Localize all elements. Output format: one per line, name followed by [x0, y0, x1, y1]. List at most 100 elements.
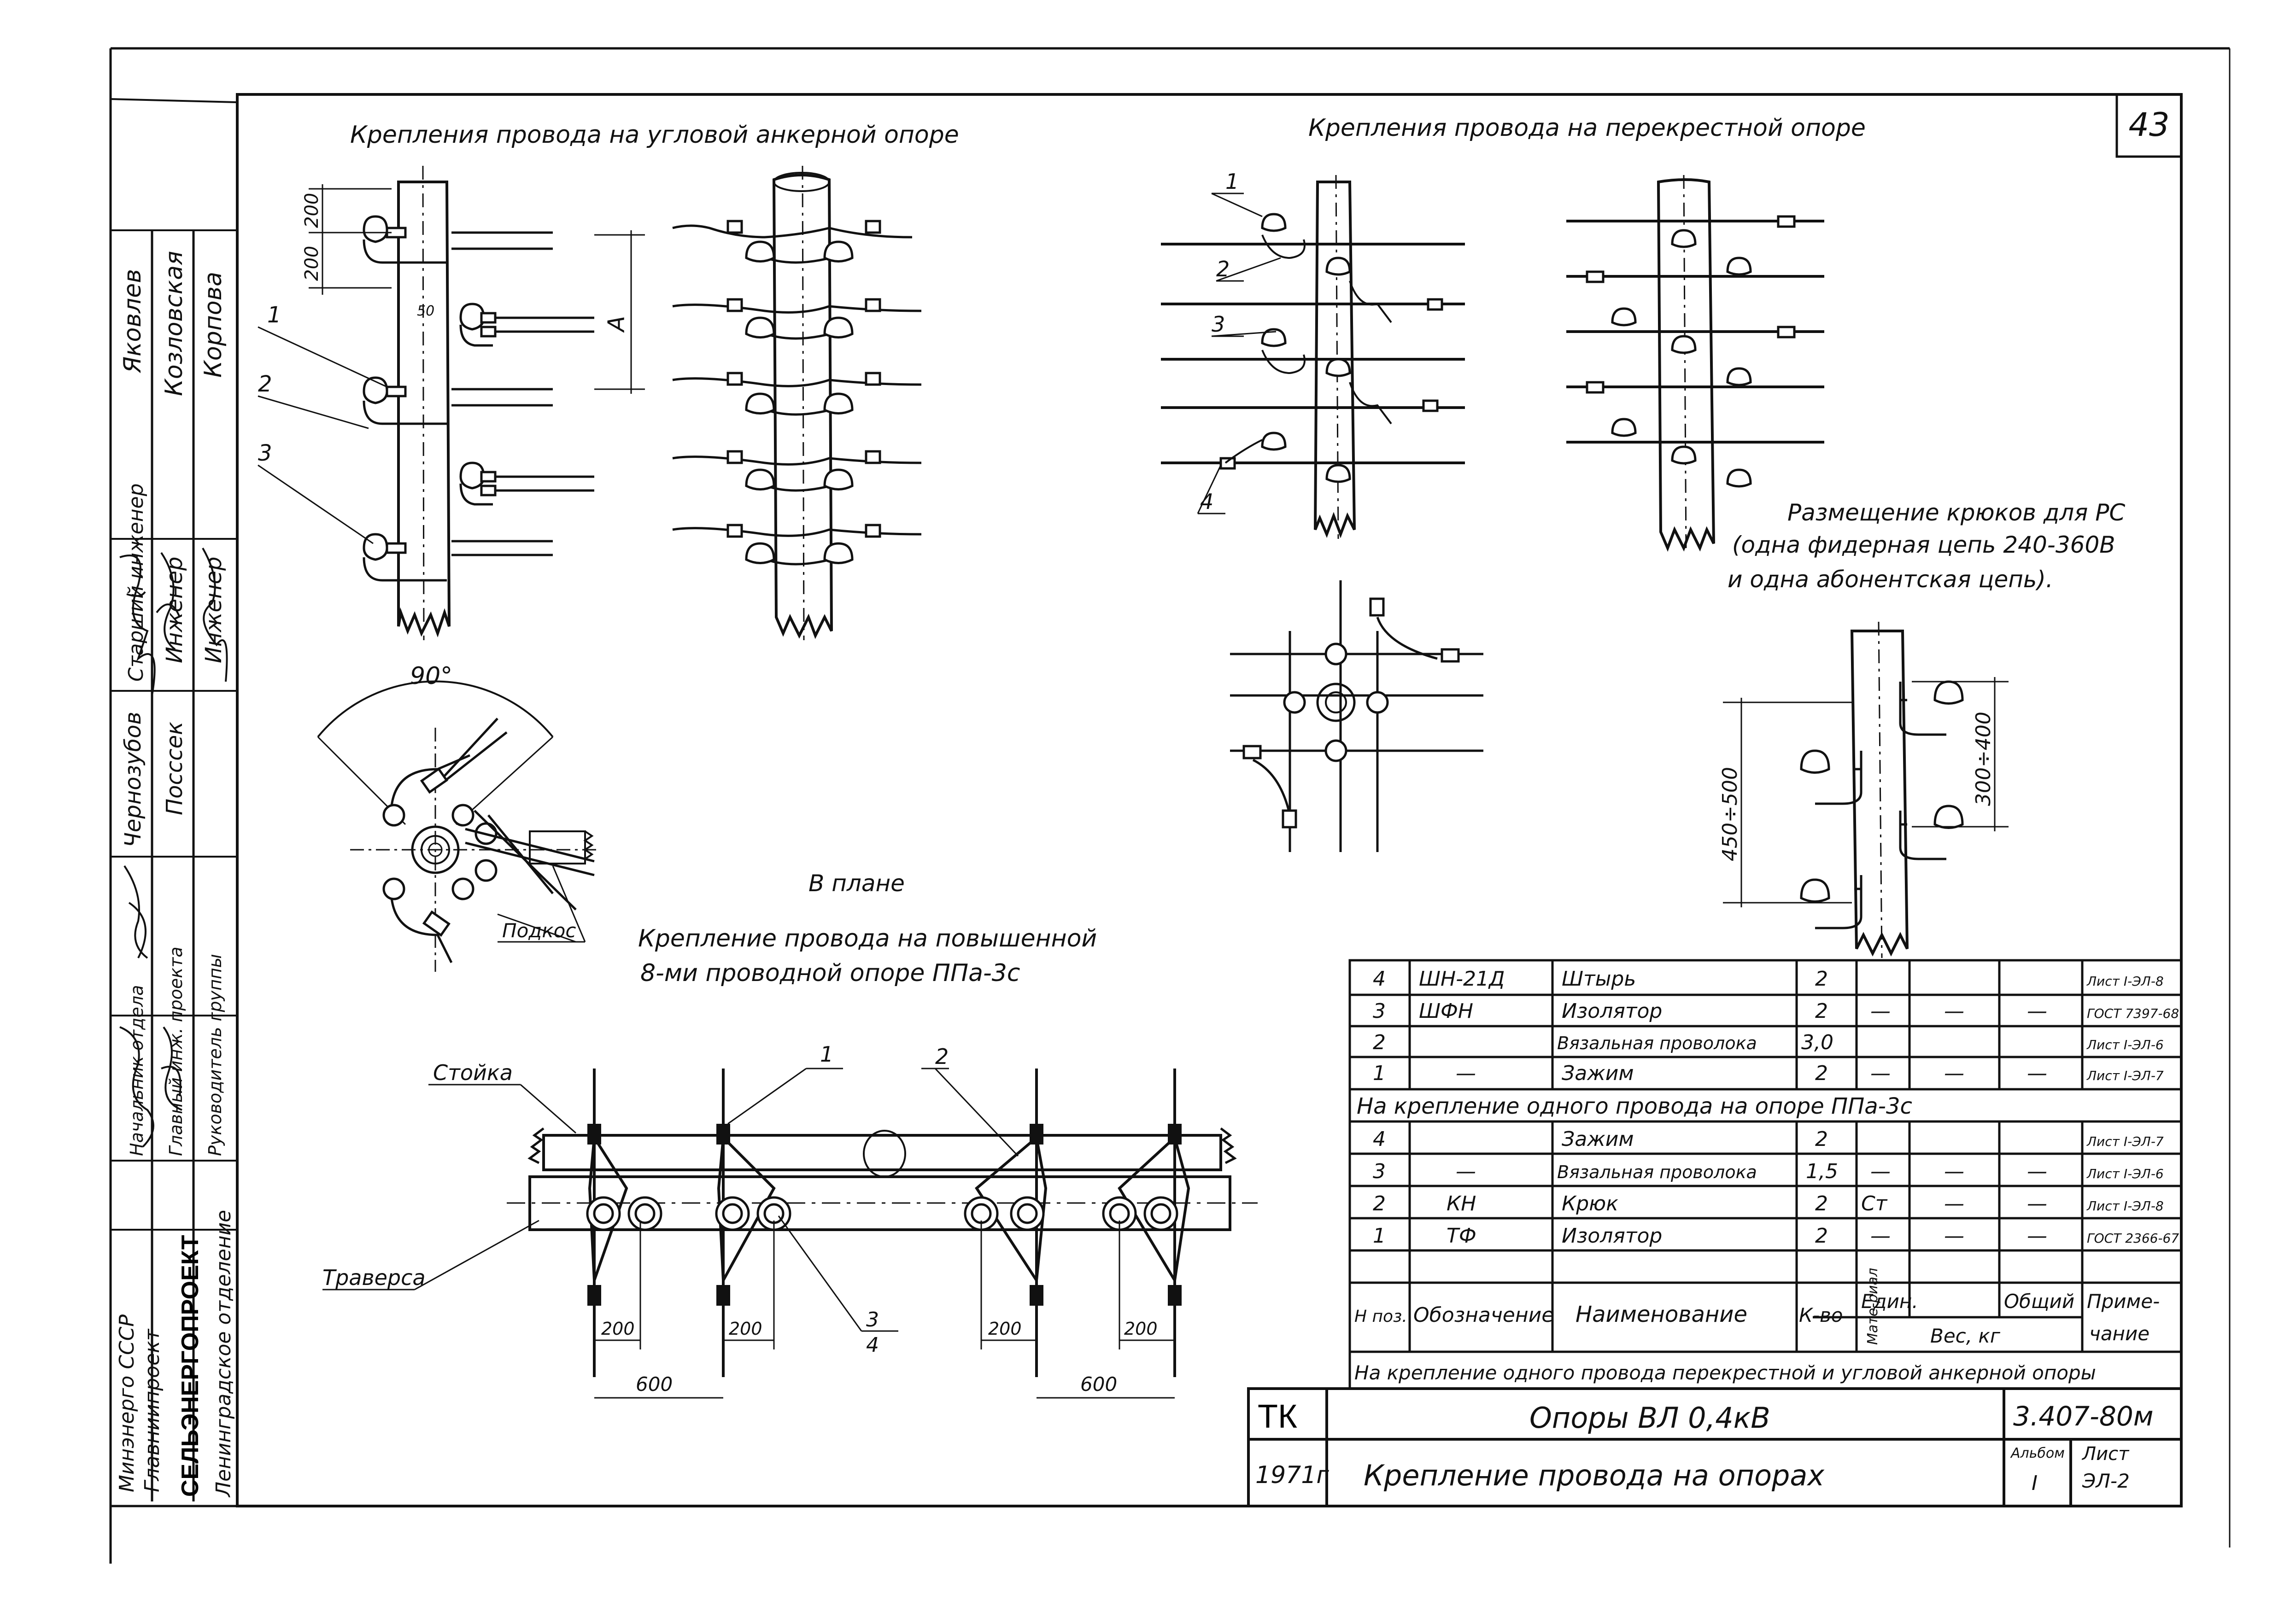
hdr-mat: Мате-риал — [1865, 1268, 1881, 1345]
title-block: ТК 1971г Опоры ВЛ 0,4кВ Крепление провод… — [1247, 1387, 2183, 1507]
t1-r2-code: ШФН — [1419, 999, 1473, 1023]
dim-bottom-200-1: 200 — [601, 1319, 635, 1339]
angle-plan-view: 90° Подкос — [317, 662, 599, 972]
t1-r4-qty: 2 — [1815, 1062, 1828, 1085]
t2-r2-unit: — — [1944, 1160, 1964, 1183]
dim-bottom-600-1: 600 — [636, 1373, 673, 1396]
t1-r2-pos: 3 — [1373, 999, 1386, 1023]
hdr-unit: Един. — [1861, 1290, 1918, 1313]
stamp-name-1: Яковлев — [119, 269, 146, 374]
hooks-title-2: (одна фидерная цепь 240-360В — [1732, 531, 2115, 558]
tb-sub: Крепление провода на опорах — [1364, 1459, 1825, 1492]
signature-5 — [119, 1026, 154, 1148]
t2-r2-note: Лист I-ЭЛ-6 — [2086, 1166, 2164, 1181]
t2-r4-mat: — — [1870, 1224, 1891, 1248]
t1-r3-pos: 2 — [1373, 1031, 1386, 1054]
t2-r3-code: КН — [1447, 1192, 1476, 1215]
dim-200-a: 200 — [301, 193, 322, 228]
hdr-pos: Н поз. — [1354, 1307, 1407, 1326]
org-3: СЕЛЬЭНЕРГОПРОЕКТ — [177, 1235, 204, 1497]
t2-r4-total: — — [2027, 1224, 2047, 1248]
side-stamp: Яковлев Козловская Корпова Старший инжен… — [111, 229, 237, 1501]
t2-r3-pos: 2 — [1373, 1192, 1386, 1215]
t1-r3-qty: 3,0 — [1801, 1031, 1833, 1054]
title-right: Крепления провода на перекрестной опоре — [1308, 114, 1866, 142]
callout-right-2: 2 — [1216, 257, 1230, 281]
t2-r1-note: Лист I-ЭЛ-7 — [2086, 1134, 2164, 1149]
tb-album-label: Альбом — [2010, 1445, 2065, 1461]
org-1: Минэнерго СССР — [115, 1314, 139, 1492]
table1-caption: На крепление одного провода на опоре ППа… — [1357, 1093, 1912, 1119]
t1-r4-code: — — [1456, 1062, 1476, 1085]
callout-bottom-3: 3 — [866, 1308, 879, 1332]
dim-50: 50 — [417, 303, 434, 319]
callout-left-2: 2 — [258, 371, 272, 397]
hooks-title-1: Размещение крюков для РС — [1787, 499, 2125, 526]
spec-table: 4 ШН-21Д Штырь 2 Лист I-ЭЛ-8 3 ШФН Изоля… — [1348, 959, 2183, 1390]
callout-right-4: 4 — [1200, 489, 1213, 514]
t2-r4-code: ТФ — [1447, 1224, 1476, 1248]
table2-caption: На крепление одного провода перекрестной… — [1354, 1361, 2096, 1384]
t2-r4-unit: — — [1944, 1224, 1964, 1248]
podkos-label: Подкос — [502, 919, 576, 942]
t1-r1-code: ШН-21Д — [1419, 967, 1505, 991]
t1-r4-name: Зажим — [1562, 1062, 1634, 1085]
t1-r2-note: ГОСТ 7397-68 — [2087, 1006, 2179, 1021]
dim-bottom-200-3: 200 — [988, 1319, 1022, 1339]
dim-200-b: 200 — [301, 246, 322, 281]
hooks-placement: 450÷500 300÷400 — [1718, 621, 2009, 958]
t2-r1-qty: 2 — [1815, 1127, 1828, 1151]
stamp-role-4: Начальник отдела — [127, 985, 147, 1156]
tb-tk: ТК — [1258, 1398, 1297, 1435]
hdr-weight: Вес, кг — [1930, 1325, 2001, 1347]
tb-main: Опоры ВЛ 0,4кВ — [1529, 1401, 1770, 1435]
signature-3 — [202, 548, 228, 682]
t1-r1-name: Штырь — [1562, 967, 1636, 991]
t2-r2-code: — — [1456, 1160, 1476, 1183]
signature-6 — [161, 1026, 182, 1111]
stamp-name-5: Посссек — [162, 722, 187, 815]
angle-anchor-side-view: 200 200 50 А 1 2 3 — [258, 165, 645, 641]
cross-pole-front — [1566, 175, 1824, 553]
hdr-name: Наименование — [1576, 1302, 1747, 1327]
callout-bottom-1: 1 — [820, 1042, 833, 1067]
sheet-number: 43 — [2128, 106, 2169, 144]
t2-r4-name: Изолятор — [1562, 1224, 1662, 1248]
t2-r2-mat: — — [1870, 1160, 1891, 1183]
raised-pole-traverse: Стойка Траверса 1 2 3 4 200 200 200 200 … — [322, 1042, 1258, 1399]
signature-4 — [123, 865, 148, 959]
title-left: Крепления провода на угловой анкерной оп… — [350, 121, 959, 149]
cross-pole-schematic: 1 2 3 4 — [1161, 169, 1465, 539]
t2-r3-name: Крюк — [1562, 1192, 1618, 1215]
hdr-total: Общий — [2004, 1290, 2074, 1313]
dim-bottom-200-4: 200 — [1124, 1319, 1158, 1339]
hdr-note1: Приме- — [2087, 1290, 2160, 1313]
t2-r4-note: ГОСТ 2366-67 — [2087, 1231, 2179, 1246]
callout-bottom-4: 4 — [866, 1333, 879, 1357]
org-4: Ленинградское отделение — [212, 1210, 235, 1498]
t2-r2-total: — — [2027, 1160, 2047, 1183]
t1-r1-note: Лист I-ЭЛ-8 — [2086, 974, 2164, 989]
t1-r2-qty: 2 — [1815, 999, 1828, 1023]
t2-r3-total: — — [2027, 1192, 2047, 1215]
t1-r2-unit: — — [1944, 999, 1964, 1023]
t2-r1-pos: 4 — [1373, 1127, 1386, 1151]
t1-r3-note: Лист I-ЭЛ-6 — [2086, 1037, 2164, 1052]
t2-r3-unit: — — [1944, 1192, 1964, 1215]
tb-code: 3.407-80м — [2013, 1401, 2154, 1432]
callout-right-3: 3 — [1212, 312, 1225, 337]
stoika-label: Стойка — [433, 1060, 513, 1085]
stamp-name-4: Чернозубов — [120, 712, 146, 847]
stamp-name-2: Козловская — [160, 251, 188, 396]
stamp-role-1: Старший инженер — [124, 483, 148, 682]
t2-r4-qty: 2 — [1815, 1224, 1828, 1248]
t1-r1-qty: 2 — [1815, 967, 1828, 991]
stamp-name-3: Корпова — [199, 272, 227, 378]
dim-a: А — [603, 316, 630, 333]
tb-album: I — [2032, 1472, 2038, 1495]
hdr-code: Обозначение — [1413, 1303, 1554, 1327]
dim-450-500: 450÷500 — [1718, 767, 1742, 861]
callout-left-3: 3 — [258, 440, 272, 466]
t2-r4-pos: 1 — [1373, 1224, 1386, 1248]
